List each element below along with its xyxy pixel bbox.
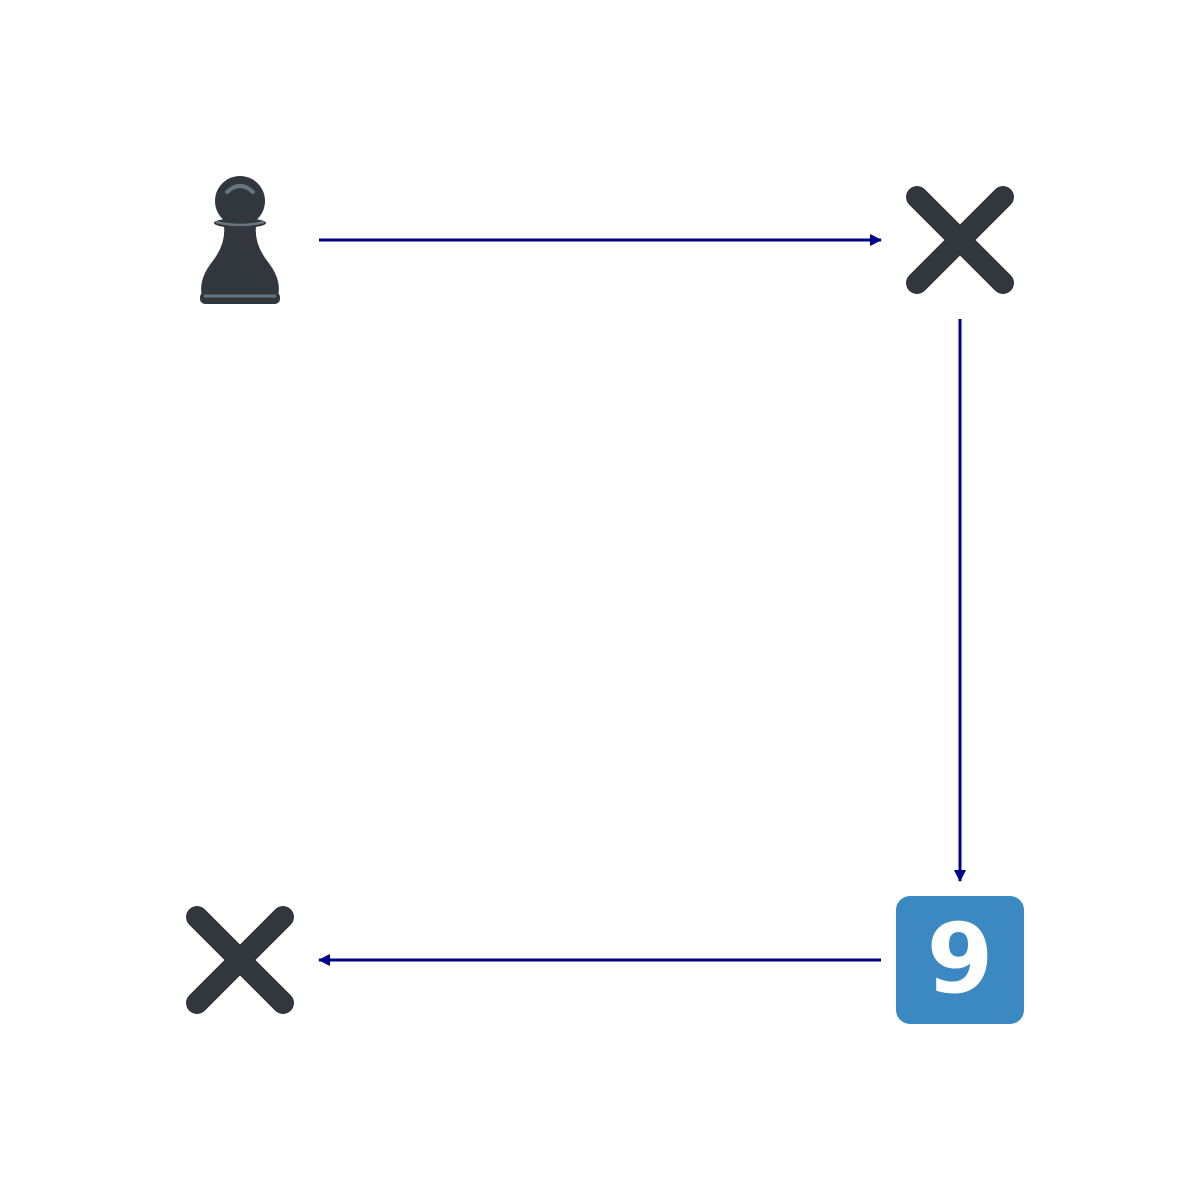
- close-icon: [186, 906, 294, 1014]
- pawn-icon: [200, 176, 280, 304]
- keycap-label: 9: [927, 903, 994, 1015]
- close-icon: [906, 186, 1014, 294]
- keycap-9-icon: 9: [896, 896, 1024, 1024]
